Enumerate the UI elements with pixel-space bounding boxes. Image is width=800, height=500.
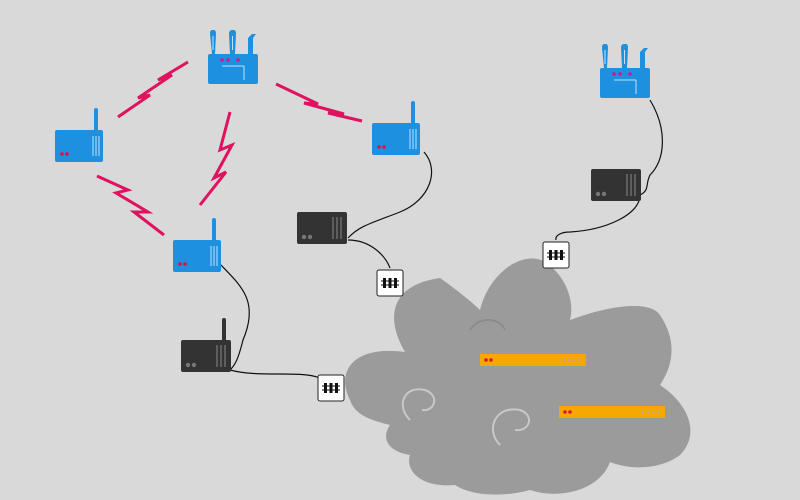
wireless-link (198, 111, 236, 206)
router-icon (54, 107, 104, 163)
wireless-link (117, 60, 189, 119)
network-jack-icon (542, 241, 570, 269)
wireless-link (96, 174, 165, 237)
modem-icon (180, 318, 232, 373)
cable (347, 239, 391, 269)
cable (217, 261, 250, 371)
cable (229, 369, 321, 379)
router-icon (172, 217, 222, 273)
router-icon (599, 43, 651, 99)
router-icon (371, 100, 421, 156)
cable (347, 151, 433, 239)
router-icon (207, 29, 259, 85)
modem-icon (296, 211, 348, 245)
cable (555, 194, 641, 241)
network-jack-icon (317, 374, 345, 402)
server-icon (559, 406, 665, 418)
network-jack-icon (376, 269, 404, 297)
wireless-links (96, 60, 363, 237)
wired-links (217, 99, 663, 379)
modem-icon (590, 168, 642, 202)
cable (639, 99, 663, 196)
wireless-link (275, 82, 363, 123)
server-icon (480, 354, 586, 366)
cloud-icon (345, 258, 691, 495)
